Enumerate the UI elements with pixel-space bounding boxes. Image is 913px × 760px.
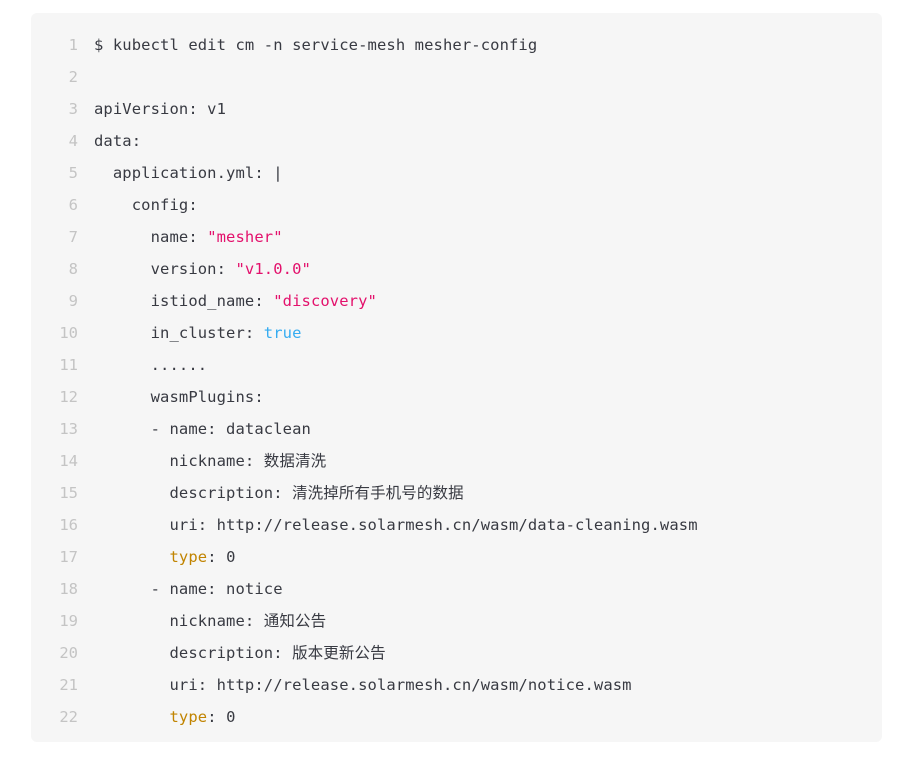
- line-number: 12: [59, 388, 78, 406]
- code-line: 2: [31, 61, 882, 93]
- code-line: 3 apiVersion: v1: [31, 93, 882, 125]
- line-number: 8: [68, 260, 78, 278]
- code-line-text[interactable]: uri: http://release.solarmesh.cn/wasm/da…: [78, 509, 698, 541]
- code-token-plain: - name: notice: [94, 580, 283, 598]
- code-token-plain: in_cluster:: [94, 324, 264, 342]
- code-line-text[interactable]: wasmPlugins:: [78, 381, 264, 413]
- code-token-string: "mesher": [207, 228, 283, 246]
- line-number: 22: [59, 708, 78, 726]
- code-token-plain: name:: [94, 228, 208, 246]
- code-line: 17 type: 0: [31, 541, 882, 573]
- code-token-dots: ......: [94, 356, 208, 374]
- line-number: 4: [68, 132, 78, 150]
- code-token-plain: description: 清洗掉所有手机号的数据: [94, 484, 464, 502]
- line-number: 1: [68, 36, 78, 54]
- code-token-plain: : 0: [207, 708, 236, 726]
- code-line: 5 application.yml: |: [31, 157, 882, 189]
- line-number: 10: [59, 324, 78, 342]
- code-line-text[interactable]: istiod_name: "discovery": [78, 285, 377, 317]
- code-line: 10 in_cluster: true: [31, 317, 882, 349]
- code-token-plain: application.yml: |: [94, 164, 283, 182]
- line-number: 5: [68, 164, 78, 182]
- code-line-text[interactable]: version: "v1.0.0": [78, 253, 311, 285]
- code-line-text[interactable]: config:: [78, 189, 198, 221]
- code-token-plain: uri: http://release.solarmesh.cn/wasm/da…: [94, 516, 698, 534]
- code-line: 8 version: "v1.0.0": [31, 253, 882, 285]
- code-line: 15 description: 清洗掉所有手机号的数据: [31, 477, 882, 509]
- code-token-plain: nickname: 通知公告: [94, 612, 327, 630]
- code-block: 1 $ kubectl edit cm -n service-mesh meshe…: [31, 13, 882, 742]
- line-number: 21: [59, 676, 78, 694]
- code-line-text[interactable]: name: "mesher": [78, 221, 283, 253]
- code-line-text[interactable]: application.yml: |: [78, 157, 283, 189]
- code-line-text[interactable]: nickname: 通知公告: [78, 605, 326, 637]
- code-token-plain: wasmPlugins:: [94, 388, 264, 406]
- code-line: 13 - name: dataclean: [31, 413, 882, 445]
- line-number: 9: [68, 292, 78, 310]
- code-token-plain: istiod_name:: [94, 292, 274, 310]
- code-token-plain: [94, 548, 169, 566]
- code-line: 21 uri: http://release.solarmesh.cn/wasm…: [31, 669, 882, 701]
- code-line: 9 istiod_name: "discovery": [31, 285, 882, 317]
- code-line: 20 description: 版本更新公告: [31, 637, 882, 669]
- code-line: 4 data:: [31, 125, 882, 157]
- line-number: 15: [59, 484, 78, 502]
- line-number: 3: [68, 100, 78, 118]
- code-line-text[interactable]: ......: [78, 349, 208, 381]
- code-line-text[interactable]: uri: http://release.solarmesh.cn/wasm/no…: [78, 669, 632, 701]
- code-line-text[interactable]: description: 清洗掉所有手机号的数据: [78, 477, 464, 509]
- code-line-text[interactable]: type: 0: [78, 701, 236, 733]
- code-line-text[interactable]: $ kubectl edit cm -n service-mesh mesher…: [78, 29, 537, 61]
- code-line: 7 name: "mesher": [31, 221, 882, 253]
- line-number: 19: [59, 612, 78, 630]
- line-number: 13: [59, 420, 78, 438]
- code-line-text[interactable]: in_cluster: true: [78, 317, 302, 349]
- code-token-string: "v1.0.0": [235, 260, 311, 278]
- code-line-text[interactable]: - name: dataclean: [78, 413, 311, 445]
- line-number: 11: [59, 356, 78, 374]
- code-line: 1 $ kubectl edit cm -n service-mesh meshe…: [31, 29, 882, 61]
- line-number: 18: [59, 580, 78, 598]
- line-number: 2: [68, 68, 78, 86]
- line-number: 14: [59, 452, 78, 470]
- code-line-text[interactable]: apiVersion: v1: [78, 93, 226, 125]
- line-number: 6: [68, 196, 78, 214]
- code-line: 16 uri: http://release.solarmesh.cn/wasm…: [31, 509, 882, 541]
- code-token-plain: apiVersion: v1: [94, 100, 227, 118]
- code-line: 19 nickname: 通知公告: [31, 605, 882, 637]
- code-line-text[interactable]: nickname: 数据清洗: [78, 445, 326, 477]
- code-token-plain: config:: [94, 196, 198, 214]
- code-line: 12 wasmPlugins:: [31, 381, 882, 413]
- code-token-plain: data:: [94, 132, 142, 150]
- code-token-plain: version:: [94, 260, 236, 278]
- code-token-plain: : 0: [207, 548, 236, 566]
- code-token-plain: uri: http://release.solarmesh.cn/wasm/no…: [94, 676, 632, 694]
- line-number: 16: [59, 516, 78, 534]
- code-token-boolean: true: [263, 324, 302, 342]
- code-token-key: type: [169, 708, 208, 726]
- code-line: 18 - name: notice: [31, 573, 882, 605]
- code-line: 22 type: 0: [31, 701, 882, 733]
- code-token-plain: description: 版本更新公告: [94, 644, 386, 662]
- code-token-plain: [94, 708, 169, 726]
- code-line-text[interactable]: type: 0: [78, 541, 236, 573]
- code-token-plain: $ kubectl edit cm -n service-mesh mesher…: [94, 36, 538, 54]
- code-line: 11 ......: [31, 349, 882, 381]
- code-token-string: "discovery": [273, 292, 377, 310]
- code-line: 6 config:: [31, 189, 882, 221]
- code-line-text[interactable]: description: 版本更新公告: [78, 637, 386, 669]
- code-token-key: type: [169, 548, 208, 566]
- code-lines-container[interactable]: 1 $ kubectl edit cm -n service-mesh meshe…: [31, 13, 882, 742]
- line-number: 17: [59, 548, 78, 566]
- code-line-text[interactable]: - name: notice: [78, 573, 283, 605]
- line-number: 20: [59, 644, 78, 662]
- line-number: 7: [68, 228, 78, 246]
- code-line: 14 nickname: 数据清洗: [31, 445, 882, 477]
- code-token-plain: - name: dataclean: [94, 420, 311, 438]
- code-line-text[interactable]: data:: [78, 125, 141, 157]
- code-token-plain: nickname: 数据清洗: [94, 452, 327, 470]
